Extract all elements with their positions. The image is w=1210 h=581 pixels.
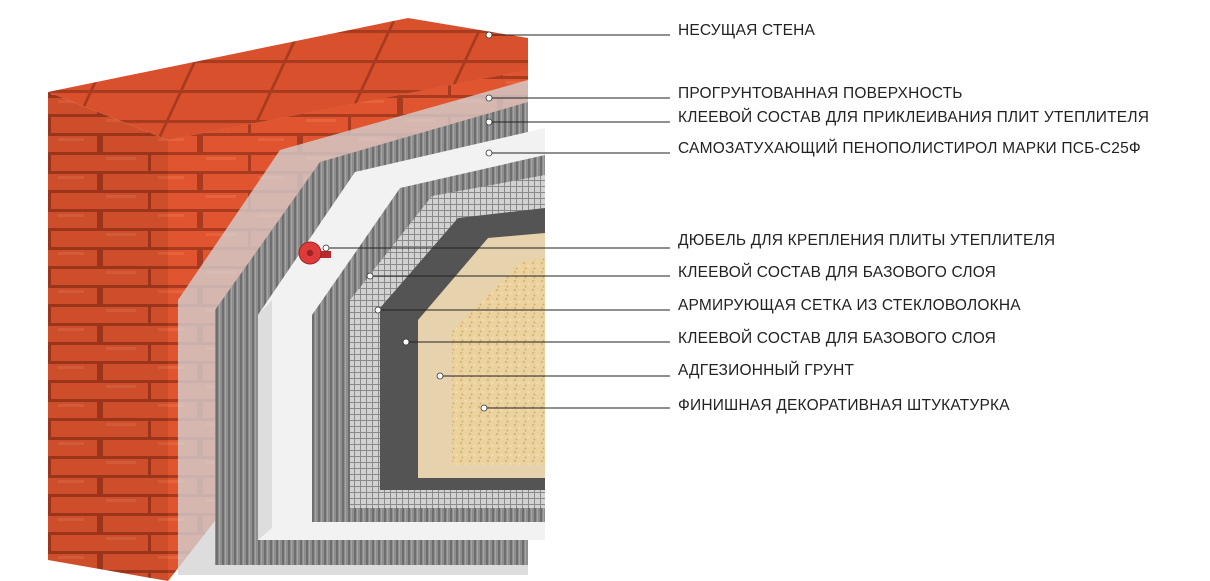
leader-dot	[322, 244, 330, 252]
leader-dot	[366, 272, 374, 280]
leader-dot	[480, 404, 488, 412]
brick-wall-top	[48, 18, 528, 140]
label-decorative-plaster: ФИНИШНАЯ ДЕКОРАТИВНАЯ ШТУКАТУРКА	[678, 397, 1010, 414]
label-load-bearing-wall: НЕСУЩАЯ СТЕНА	[678, 22, 816, 39]
label-primed-surface: ПРОГРУНТОВАННАЯ ПОВЕРХНОСТЬ	[678, 85, 963, 102]
label-base-adhesive-1: КЛЕЕВОЙ СОСТАВ ДЛЯ БАЗОВОГО СЛОЯ	[678, 264, 997, 281]
leader-dot	[485, 149, 493, 157]
label-dowel: ДЮБЕЛЬ ДЛЯ КРЕПЛЕНИЯ ПЛИТЫ УТЕПЛИТЕЛЯ	[678, 232, 1056, 249]
label-base-adhesive-2: КЛЕЕВОЙ СОСТАВ ДЛЯ БАЗОВОГО СЛОЯ	[678, 330, 997, 347]
leader-dot	[374, 306, 382, 314]
leader-dot	[485, 118, 493, 126]
leader-dot	[436, 372, 444, 380]
label-fiberglass-mesh: АРМИРУЮЩАЯ СЕТКА ИЗ СТЕКЛОВОЛОКНА	[678, 297, 1021, 314]
label-adhesion-primer: АДГЕЗИОННЫЙ ГРУНТ	[678, 362, 855, 379]
brick-wall-shade	[48, 92, 168, 581]
leader-dot	[485, 94, 493, 102]
label-insulation-adhesive: КЛЕЕВОЙ СОСТАВ ДЛЯ ПРИКЛЕИВАНИЯ ПЛИТ УТЕ…	[678, 109, 1150, 126]
layer-polystyrene-edge	[258, 300, 272, 540]
dowel-icon	[298, 241, 331, 265]
leader-dot	[485, 31, 493, 39]
label-polystyrene: САМОЗАТУХАЮЩИЙ ПЕНОПОЛИСТИРОЛ МАРКИ ПСБ-…	[678, 140, 1141, 157]
brick-wall-front	[48, 92, 168, 581]
leader-dot	[402, 338, 410, 346]
